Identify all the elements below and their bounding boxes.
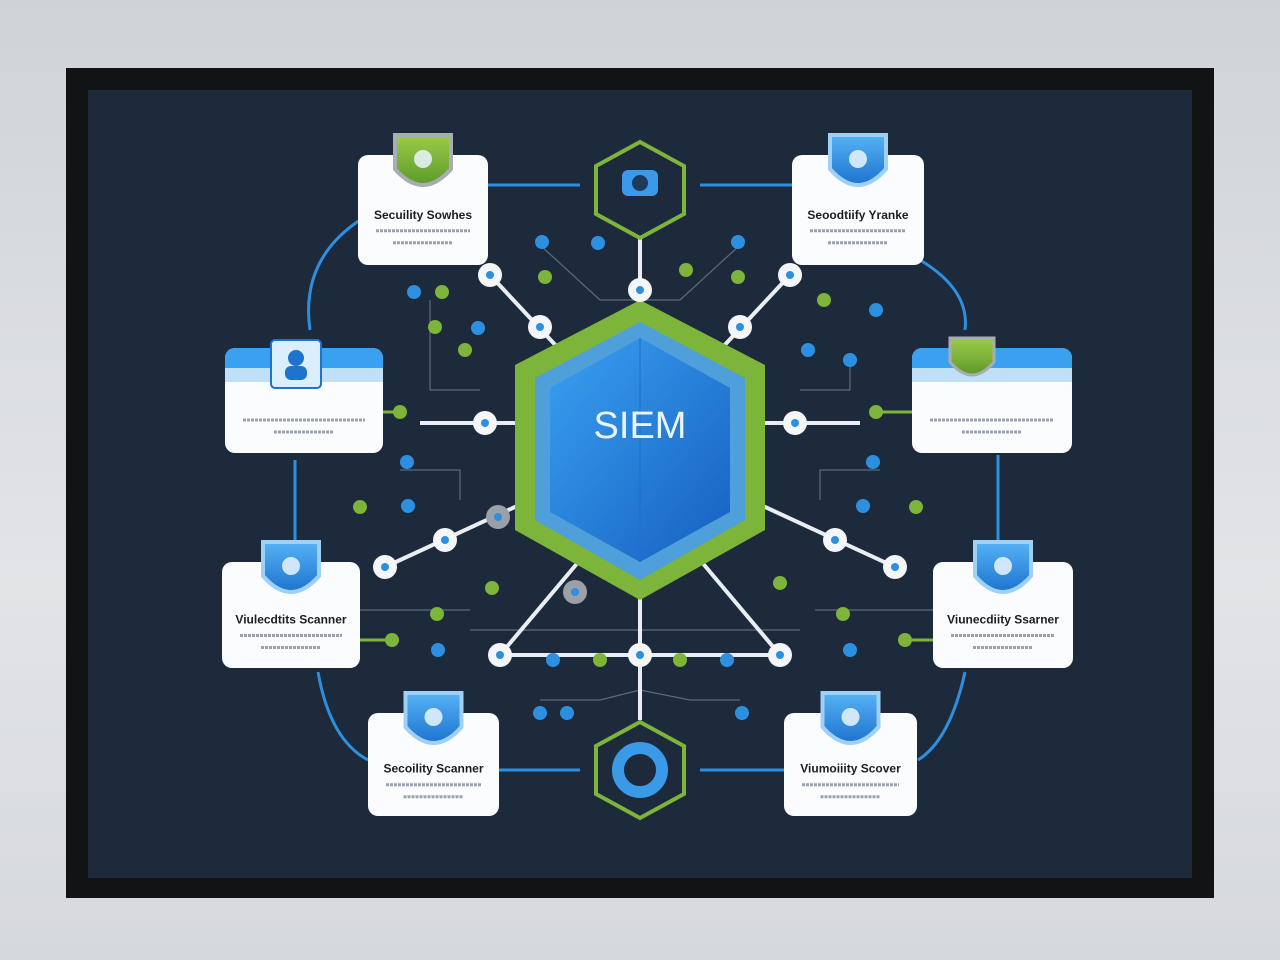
ring-icon (612, 742, 668, 798)
card-top-right: Seoodtiify Yranke (792, 133, 924, 265)
siem-hub: SIEM (515, 300, 765, 600)
card-right-lower: Viunecdiity Ssarner (933, 540, 1073, 668)
small-node (720, 653, 734, 667)
network-node (373, 555, 397, 579)
network-node (823, 528, 847, 552)
small-node (735, 706, 749, 720)
small-node (869, 303, 883, 317)
nodes (353, 235, 923, 720)
network-node (478, 263, 502, 287)
small-node (673, 653, 687, 667)
card-title: Viunecdiity Ssarner (947, 612, 1059, 626)
bottom-hex-node (594, 719, 686, 821)
small-node (400, 455, 414, 469)
small-node (801, 343, 815, 357)
user-icon (270, 339, 322, 389)
network-node (473, 411, 497, 435)
card-left-lower: Viulecdtits Scanner (222, 540, 360, 668)
small-node (866, 455, 880, 469)
network-node-gray (486, 505, 510, 529)
small-node (458, 343, 472, 357)
small-node (428, 320, 442, 334)
card-title: Secuility Sowhes (374, 208, 472, 222)
green-shield-icon (393, 133, 453, 187)
lock-shield-icon (403, 691, 464, 745)
small-node (560, 706, 574, 720)
card-top-left: Secuility Sowhes (358, 133, 488, 265)
blue-shield-icon (828, 133, 888, 187)
network-cube-icon (622, 170, 658, 196)
shield-icon (820, 691, 881, 745)
network-node (628, 643, 652, 667)
small-node (533, 706, 547, 720)
small-node (431, 643, 445, 657)
small-node (407, 285, 421, 299)
network-node (433, 528, 457, 552)
small-node (393, 405, 407, 419)
small-node (773, 576, 787, 590)
small-node (385, 633, 399, 647)
small-node (731, 270, 745, 284)
small-node (836, 607, 850, 621)
network-node-gray (563, 580, 587, 604)
card-title: Viumoiiity Scover (800, 762, 901, 776)
small-node (817, 293, 831, 307)
small-node (471, 321, 485, 335)
card-bottom-left: Secoility Scanner (368, 691, 499, 816)
small-node (898, 633, 912, 647)
small-node (909, 500, 923, 514)
small-node (679, 263, 693, 277)
network-node (628, 278, 652, 302)
top-hex-node (594, 139, 686, 241)
small-node (591, 236, 605, 250)
small-node (435, 285, 449, 299)
shield-icon (973, 540, 1033, 594)
network-node (488, 643, 512, 667)
card-title: Viulecdtits Scanner (235, 612, 346, 626)
card-title: Seoodtiify Yranke (807, 208, 908, 222)
siem-label: SIEM (594, 405, 687, 447)
network-node (883, 555, 907, 579)
small-node (401, 499, 415, 513)
network-node (768, 643, 792, 667)
small-node (353, 500, 367, 514)
network-node (528, 315, 552, 339)
small-node (856, 499, 870, 513)
small-node (546, 653, 560, 667)
small-node (869, 405, 883, 419)
small-node (485, 581, 499, 595)
small-node (843, 353, 857, 367)
shield-icon (261, 540, 321, 594)
network-node (783, 411, 807, 435)
network-node (778, 263, 802, 287)
small-node (593, 653, 607, 667)
green-shield-icon (948, 336, 996, 377)
card-title: Secoility Scanner (383, 762, 483, 776)
small-node (535, 235, 549, 249)
small-node (538, 270, 552, 284)
card-bottom-right: Viumoiiity Scover (784, 691, 917, 816)
small-node (731, 235, 745, 249)
small-node (843, 643, 857, 657)
card-mid-right (912, 336, 1072, 453)
network-node (728, 315, 752, 339)
card-mid-left (225, 339, 383, 453)
small-node (430, 607, 444, 621)
